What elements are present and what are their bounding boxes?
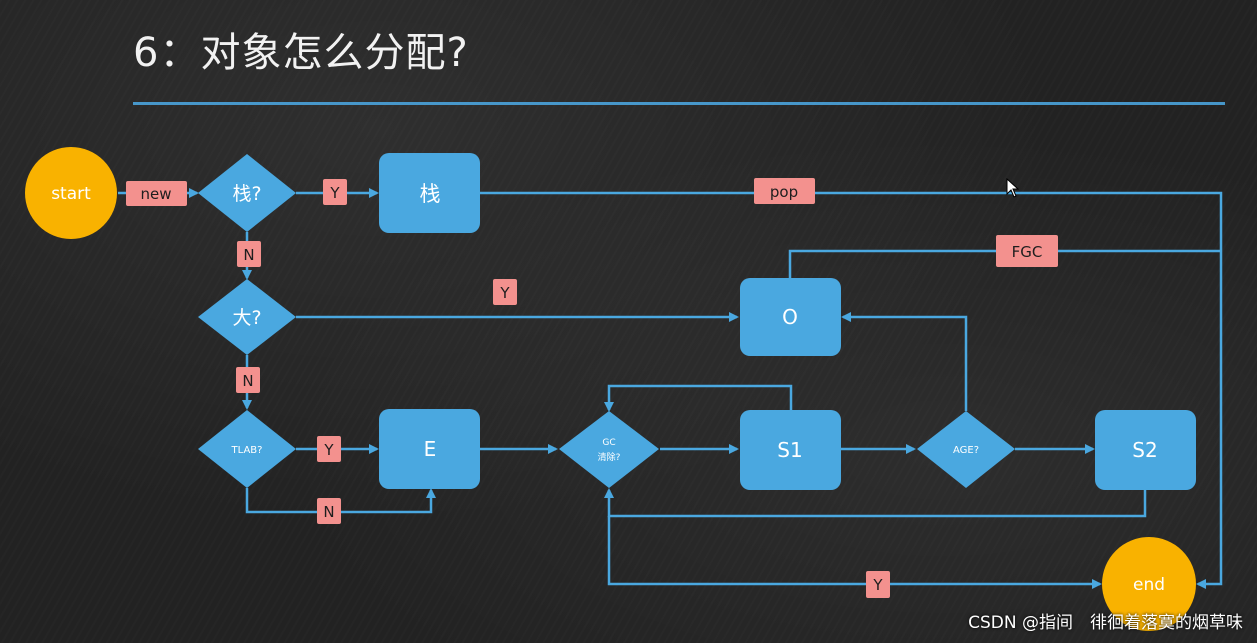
tlab-decision: TLAB? (198, 410, 296, 488)
label-pop: pop (754, 178, 815, 204)
edge-gcq-end (607, 516, 1102, 589)
age-decision: AGE? (917, 411, 1015, 488)
gc-decision-label-line2: 清除? (598, 451, 621, 463)
old-box: O (740, 278, 841, 356)
s2-box: S2 (1095, 410, 1196, 490)
label-stack-yes: Y (323, 179, 347, 205)
mouse-cursor-icon (1006, 178, 1020, 198)
label-stack-no-text: N (243, 246, 254, 264)
s1-box: S1 (740, 410, 841, 490)
start-label: start (51, 184, 91, 204)
old-box-label: O (782, 305, 798, 329)
edge-old-end (788, 249, 1221, 278)
eden-box: E (379, 409, 480, 489)
big-decision: 大? (198, 279, 296, 355)
label-tlab-yes-text: Y (323, 441, 334, 459)
label-big-yes-text: Y (499, 284, 510, 302)
label-fgc-text: FGC (1012, 243, 1043, 261)
label-gc-yes-text: Y (872, 576, 883, 594)
stack-decision: 栈? (198, 154, 296, 232)
stack-box: 栈 (379, 153, 480, 233)
label-stack-no: N (237, 241, 261, 267)
start-node: start (25, 147, 117, 239)
age-decision-label: AGE? (953, 445, 979, 456)
label-new-text: new (140, 185, 171, 203)
tlab-decision-label: TLAB? (231, 445, 263, 456)
big-decision-label: 大? (232, 307, 261, 329)
edge-stack-end (480, 191, 1223, 589)
label-big-no: N (236, 367, 260, 393)
label-tlab-no: N (317, 498, 341, 524)
gc-decision-label-line1: GC (602, 438, 615, 448)
label-tlab-yes: Y (317, 436, 341, 462)
stack-decision-label: 栈? (232, 183, 261, 205)
label-big-yes: Y (493, 279, 517, 305)
label-big-no-text: N (242, 372, 253, 390)
page-title: 6：对象怎么分配? (133, 30, 469, 76)
label-fgc: FGC (996, 235, 1058, 267)
label-tlab-no-text: N (323, 503, 334, 521)
s2-box-label: S2 (1132, 438, 1157, 462)
edge-s2-gcq (604, 488, 1147, 518)
eden-box-label: E (424, 437, 437, 461)
watermark: CSDN @指间 徘徊着落寞的烟草味 (968, 613, 1243, 633)
edge-ageq-old (841, 312, 968, 411)
edge-s1-gcq (604, 384, 793, 412)
label-new: new (126, 181, 187, 206)
title-divider (133, 102, 1225, 105)
stack-box-label: 栈 (420, 182, 441, 206)
end-label: end (1133, 575, 1165, 595)
label-stack-yes-text: Y (329, 184, 340, 202)
label-pop-text: pop (770, 183, 798, 201)
end-node: end (1102, 537, 1196, 631)
s1-box-label: S1 (777, 438, 802, 462)
gc-decision: GC 清除? (559, 411, 659, 488)
label-gc-yes: Y (866, 571, 890, 598)
